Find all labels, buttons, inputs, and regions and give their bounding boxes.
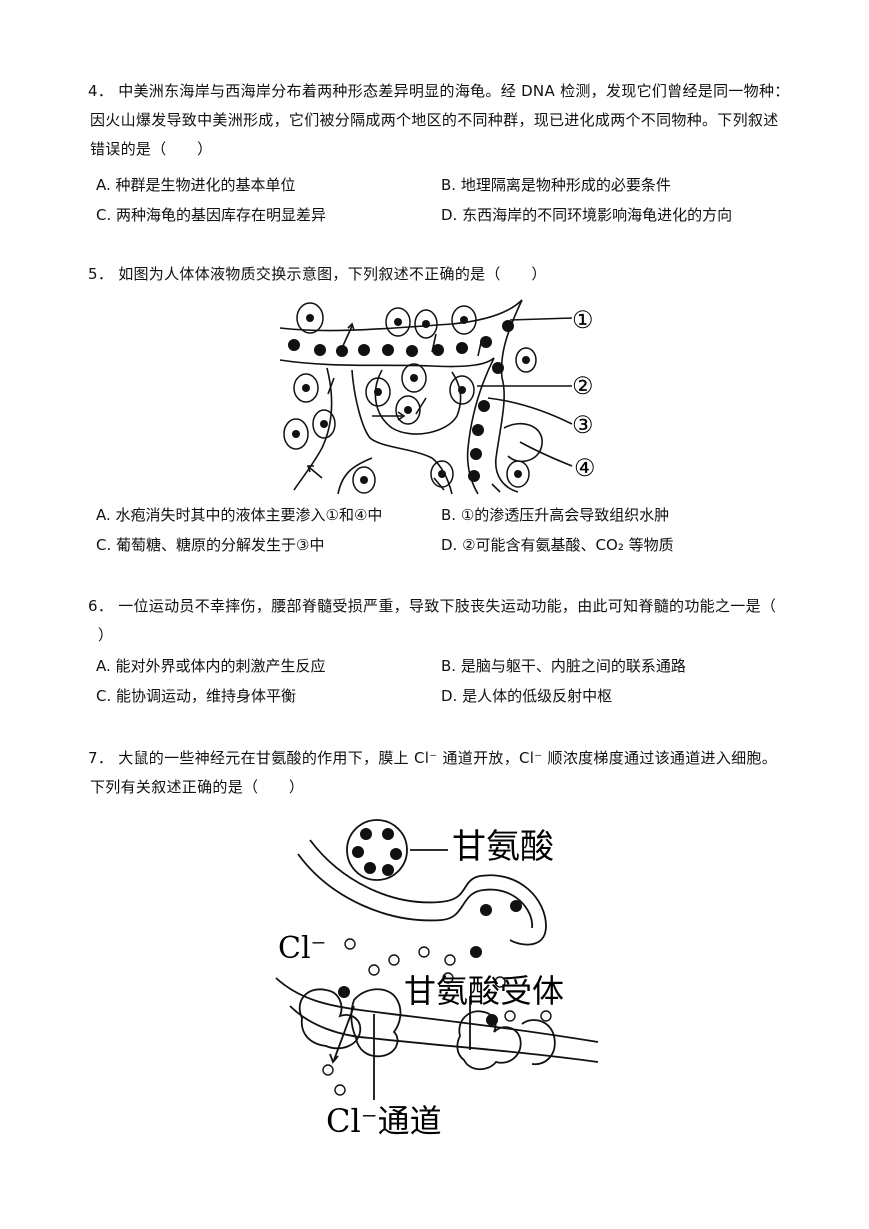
option-d[interactable]: D. ②可能含有氨基酸、CO₂ 等物质 [441, 536, 674, 554]
red-blood-cells [288, 320, 514, 482]
leader-1 [509, 317, 573, 321]
option-b[interactable]: B. 地理隔离是物种形成的必要条件 [441, 176, 671, 194]
option-c[interactable]: C. 两种海龟的基因库存在明显差异 [96, 206, 327, 224]
option-c[interactable]: C. 葡萄糖、糖原的分解发生于③中 [96, 536, 325, 554]
question-6-options: A. 能对外界或体内的刺激产生反应 B. 是脑与躯干、内脏之间的联系通路 C. … [96, 651, 796, 711]
channel-subunit-right [350, 988, 402, 1058]
option-a[interactable]: A. 能对外界或体内的刺激产生反应 [96, 657, 326, 675]
option-a[interactable]: A. 水疱消失时其中的液体主要渗入①和④中 [96, 506, 383, 524]
presynaptic-membrane-inner [297, 853, 533, 929]
tissue-cells [283, 302, 537, 494]
label-glycine: 甘氨酸 [452, 827, 554, 867]
question-5-options: A. 水疱消失时其中的液体主要渗入①和④中 B. ①的渗透压升高会导致组织水肿 … [96, 500, 796, 560]
postsynaptic-membrane-bottom [289, 1005, 599, 1063]
stem-line: 5． 如图为人体体液物质交换示意图，下列叙述不正确的是（ ） [88, 265, 547, 283]
label-3: ③ [572, 411, 594, 439]
glycine-receptor-shape [456, 1010, 522, 1071]
stem-line: ） [98, 626, 114, 644]
postsynaptic-membrane-top [275, 977, 599, 1043]
label-4: ④ [574, 454, 596, 482]
label-chloride: Cl⁻ [278, 931, 326, 966]
option-d[interactable]: D. 是人体的低级反射中枢 [441, 687, 613, 705]
stem-line: 7． 大鼠的一些神经元在甘氨酸的作用下，膜上 Cl⁻ 通道开放，Cl⁻ 顺浓度梯… [88, 749, 778, 767]
presynaptic-membrane-outer [309, 839, 547, 946]
option-d[interactable]: D. 东西海岸的不同环境影响海龟进化的方向 [441, 206, 733, 224]
option-b[interactable]: B. 是脑与躯干、内脏之间的联系通路 [441, 657, 686, 675]
body-fluid-diagram: ① ② ③ ④ [279, 299, 596, 495]
label-1: ① [572, 306, 594, 334]
stem-line: 4． 中美洲东海岸与西海岸分布着两种形态差异明显的海龟。经 DNA 检测，发现它… [88, 82, 790, 100]
option-c[interactable]: C. 能协调运动，维持身体平衡 [96, 687, 297, 705]
option-b[interactable]: B. ①的渗透压升高会导致组织水肿 [441, 506, 670, 524]
question-7-stem: 7． 大鼠的一些神经元在甘氨酸的作用下，膜上 Cl⁻ 通道开放，Cl⁻ 顺浓度梯… [88, 744, 788, 802]
option-a[interactable]: A. 种群是生物进化的基本单位 [96, 176, 296, 194]
label-chloride-channel: Cl⁻通道 [326, 1102, 442, 1140]
leader-4 [519, 441, 573, 467]
chloride-ions [322, 938, 552, 1096]
synaptic-vesicle [346, 819, 408, 881]
question-6-stem: 6． 一位运动员不幸摔伤，腰部脊髓受损严重，导致下肢丧失运动功能，由此可知脊髓的… [88, 592, 788, 650]
body-fluid-exchange-figure: ① ② ③ ④ [272, 298, 612, 498]
stem-line: 错误的是（ ） [90, 140, 213, 158]
label-2: ② [572, 372, 594, 400]
question-4-stem: 4． 中美洲东海岸与西海岸分布着两种形态差异明显的海龟。经 DNA 检测，发现它… [88, 77, 790, 164]
stem-line: 下列有关叙述正确的是（ ） [90, 778, 305, 796]
capillary-wall-top [279, 299, 523, 332]
synapse-diagram: 甘氨酸 Cl⁻ 甘氨酸受体 Cl⁻通道 [275, 819, 599, 1140]
label-glycine-receptor: 甘氨酸受体 [404, 972, 564, 1010]
glycine-synapse-figure: 甘氨酸 Cl⁻ 甘氨酸受体 Cl⁻通道 [270, 810, 610, 1140]
stem-line: 因火山爆发导致中美洲形成，它们被分隔成两个地区的不同种群，现已进化成两个不同物种… [90, 111, 779, 129]
question-5-stem: 5． 如图为人体体液物质交换示意图，下列叙述不正确的是（ ） [88, 260, 788, 289]
channel-subunit-left [298, 988, 362, 1050]
question-4-options: A. 种群是生物进化的基本单位 B. 地理隔离是物种形成的必要条件 C. 两种海… [96, 170, 796, 230]
capillary-wall-bottom [279, 357, 495, 368]
leader-3 [487, 397, 573, 425]
glycine-receptor-shape-right [521, 1019, 556, 1066]
glycine-molecules [338, 828, 522, 1026]
stem-line: 6． 一位运动员不幸摔伤，腰部脊髓受损严重，导致下肢丧失运动功能，由此可知脊髓的… [88, 597, 777, 615]
